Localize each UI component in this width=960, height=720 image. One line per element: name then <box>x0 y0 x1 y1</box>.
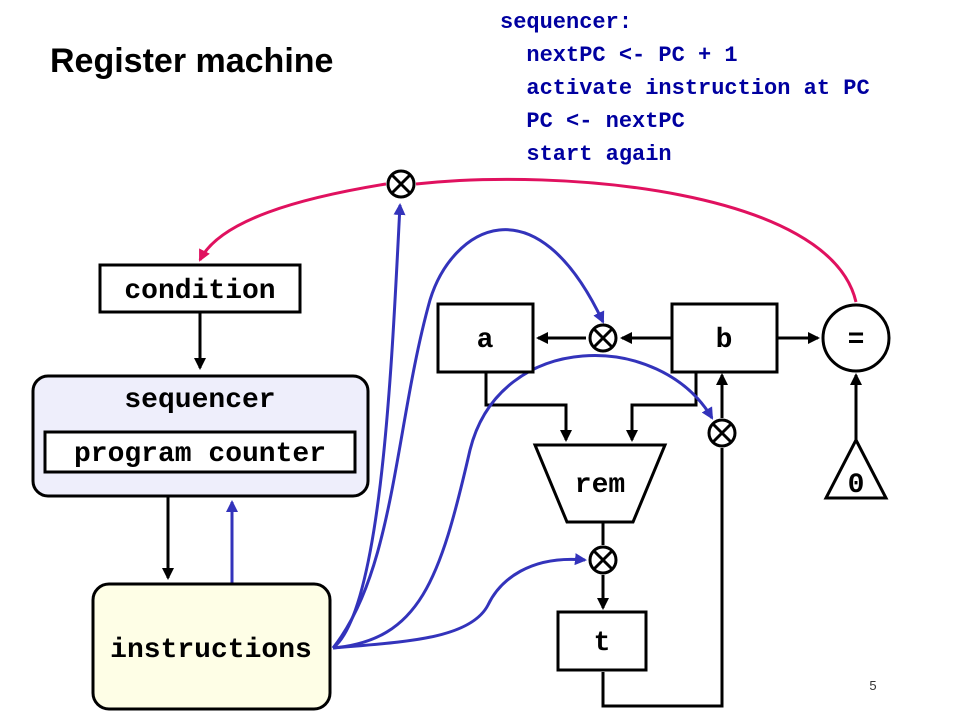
switch-to-condition-wire <box>198 182 387 262</box>
sequencer-pseudocode: sequencer: nextPC <- PC + 1 activate ins… <box>500 10 870 167</box>
zero-label: 0 <box>848 470 865 501</box>
a-load-switch-icon <box>588 323 618 353</box>
b-to-rem-wire <box>626 372 698 442</box>
page-title: Register machine <box>50 42 333 80</box>
register-t: t <box>556 610 648 672</box>
equals-to-switch-wire <box>415 177 858 303</box>
sequencer-unit: sequencer program counter <box>31 374 370 498</box>
sequencer-label: sequencer <box>124 385 275 416</box>
condition-label: condition <box>124 276 275 307</box>
instructions-label: instructions <box>110 635 312 666</box>
register-a-label: a <box>477 325 494 356</box>
code-line: PC <- nextPC <box>500 109 685 134</box>
equals-test: = <box>821 303 891 373</box>
b-load-switch-icon <box>707 418 737 448</box>
a-to-rem-wire <box>484 372 572 442</box>
code-line: sequencer: <box>500 10 632 35</box>
register-b-label: b <box>716 325 733 356</box>
register-a: a <box>436 302 535 374</box>
code-line: nextPC <- PC + 1 <box>500 43 738 68</box>
condition-switch-icon <box>386 169 416 199</box>
control-to-b-load-wire <box>332 354 714 650</box>
code-line: activate instruction at PC <box>500 76 870 101</box>
control-to-a-load-wire <box>331 228 605 649</box>
page-number: 5 <box>869 678 876 693</box>
t-to-b-wire <box>601 448 724 708</box>
control-to-t-load-wire <box>332 553 587 650</box>
equals-label: = <box>848 325 865 356</box>
instructions-unit: instructions <box>91 582 332 711</box>
rem-label: rem <box>575 470 625 501</box>
code-line: start again <box>500 142 672 167</box>
rem-operation: rem <box>532 443 668 524</box>
register-t-label: t <box>594 628 611 659</box>
condition-register: condition <box>98 263 302 314</box>
program-counter-label: program counter <box>74 439 326 470</box>
register-b: b <box>670 302 779 374</box>
zero-constant: 0 <box>823 436 889 501</box>
t-load-switch-icon <box>588 545 618 575</box>
